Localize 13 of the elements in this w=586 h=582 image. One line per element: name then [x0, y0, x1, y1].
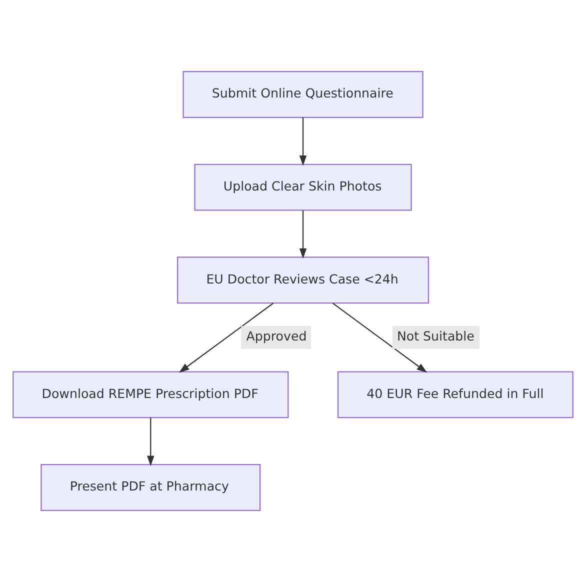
node-box: Present PDF at Pharmacy: [40, 464, 261, 511]
node-box: Submit Online Questionnaire: [182, 71, 424, 118]
edge-label: Approved: [246, 328, 307, 344]
arrow: [178, 302, 274, 373]
node-box: Upload Clear Skin Photos: [194, 164, 412, 211]
arrow: [332, 302, 428, 373]
node-box: 40 EUR Fee Refunded in Full: [337, 371, 574, 418]
arrow: [299, 118, 307, 166]
arrow: [299, 210, 307, 259]
node-box: Download REMPE Prescription PDF: [12, 371, 289, 418]
node-box: EU Doctor Reviews Case <24h: [177, 256, 430, 304]
edge-label: Not Suitable: [396, 328, 474, 344]
arrow: [147, 418, 154, 466]
